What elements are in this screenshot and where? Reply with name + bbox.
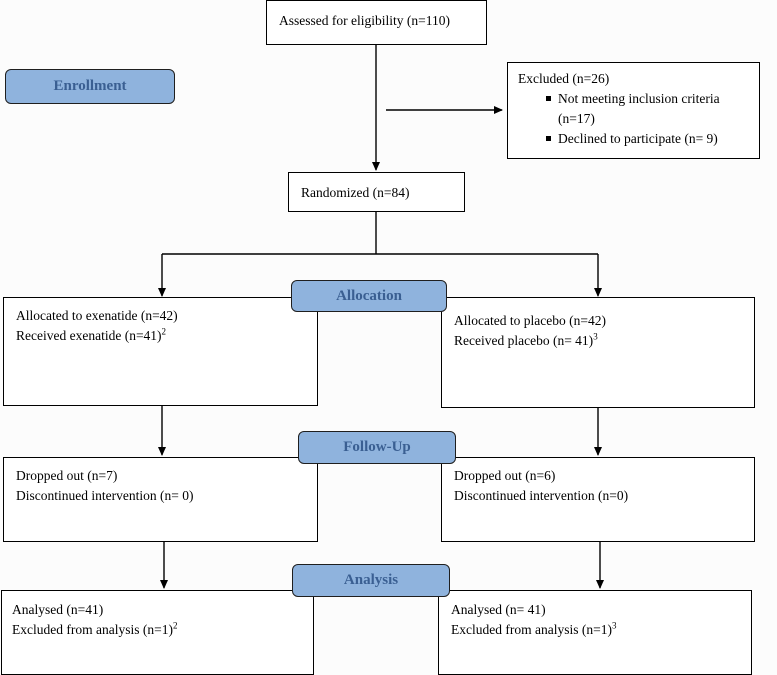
excluded-reasons-list: Not meeting inclusion criteria (n=17) De… bbox=[508, 89, 749, 149]
footnote-marker: 3 bbox=[593, 331, 598, 342]
placebo-allocation-box: Allocated to placebo (n=42) Received pla… bbox=[441, 297, 755, 408]
randomized-box: Randomized (n=84) bbox=[288, 172, 465, 212]
enrollment-stage-label: Enrollment bbox=[5, 69, 175, 104]
footnote-marker: 3 bbox=[611, 620, 617, 631]
exenatide-analysis-box: Analysed (n=41) Excluded from analysis (… bbox=[1, 590, 314, 675]
placebo-allocated-text: Allocated to placebo (n=42) bbox=[454, 313, 606, 328]
bullet-square-icon bbox=[546, 96, 551, 101]
placebo-analysis-box: Analysed (n= 41) Excluded from analysis … bbox=[438, 590, 752, 675]
excluded-reason-text: (n=17) bbox=[558, 111, 595, 126]
placebo-received-text: Received placebo (n= 41) bbox=[454, 333, 594, 348]
exenatide-discontinued-text: Discontinued intervention (n= 0) bbox=[16, 488, 194, 503]
followup-label: Follow-Up bbox=[343, 439, 411, 455]
placebo-discontinued-text: Discontinued intervention (n=0) bbox=[454, 488, 629, 503]
assessed-box: Assessed for eligibility (n=110) bbox=[266, 0, 487, 45]
placebo-received-line: Received placebo (n= 41)3 bbox=[454, 331, 754, 351]
randomized-text: Randomized (n=84) bbox=[301, 185, 410, 200]
excluded-box: Excluded (n=26) Not meeting inclusion cr… bbox=[507, 62, 760, 159]
excluded-reason-item: (n=17) bbox=[508, 109, 749, 129]
exenatide-excluded-line: Excluded from analysis (n=1)2 bbox=[12, 620, 313, 640]
placebo-analysed-text: Analysed (n= 41) bbox=[451, 602, 546, 617]
exenatide-followup-box: Dropped out (n=7) Discontinued intervent… bbox=[3, 457, 318, 542]
footnote-marker: 2 bbox=[161, 326, 167, 337]
exenatide-received-text: Received exenatide (n=41) bbox=[16, 328, 162, 343]
footnote-marker: 2 bbox=[172, 620, 178, 631]
exenatide-allocation-box: Allocated to exenatide (n=42) Received e… bbox=[3, 297, 318, 406]
excluded-reason-item: Not meeting inclusion criteria bbox=[508, 89, 749, 109]
placebo-excluded-text: Excluded from analysis (n=1) bbox=[451, 622, 612, 637]
exenatide-excluded-text: Excluded from analysis (n=1) bbox=[12, 622, 173, 637]
allocation-label: Allocation bbox=[336, 287, 402, 304]
analysis-label: Analysis bbox=[343, 572, 399, 588]
placebo-followup-box: Dropped out (n=6) Discontinued intervent… bbox=[441, 457, 755, 542]
placebo-excluded-line: Excluded from analysis (n=1)3 bbox=[451, 620, 751, 640]
analysis-stage-label: Analysis bbox=[292, 564, 450, 597]
allocation-stage-label: Allocation bbox=[291, 280, 447, 312]
excluded-reason-text: Not meeting inclusion criteria bbox=[558, 91, 720, 106]
exenatide-received-line: Received exenatide (n=41)2 bbox=[16, 326, 317, 346]
excluded-reason-item: Declined to participate (n= 9) bbox=[508, 129, 749, 149]
placebo-dropped-text: Dropped out (n=6) bbox=[454, 468, 556, 483]
exenatide-analysed-text: Analysed (n=41) bbox=[12, 602, 104, 617]
bullet-square-icon bbox=[546, 136, 551, 141]
enrollment-label: Enrollment bbox=[53, 78, 127, 94]
exenatide-allocated-text: Allocated to exenatide (n=42) bbox=[16, 308, 178, 323]
exenatide-dropped-text: Dropped out (n=7) bbox=[16, 468, 118, 483]
followup-stage-label: Follow-Up bbox=[298, 431, 456, 464]
assessed-text: Assessed for eligibility (n=110) bbox=[279, 13, 450, 28]
excluded-title: Excluded (n=26) bbox=[518, 71, 610, 86]
excluded-reason-text: Declined to participate (n= 9) bbox=[558, 131, 718, 146]
